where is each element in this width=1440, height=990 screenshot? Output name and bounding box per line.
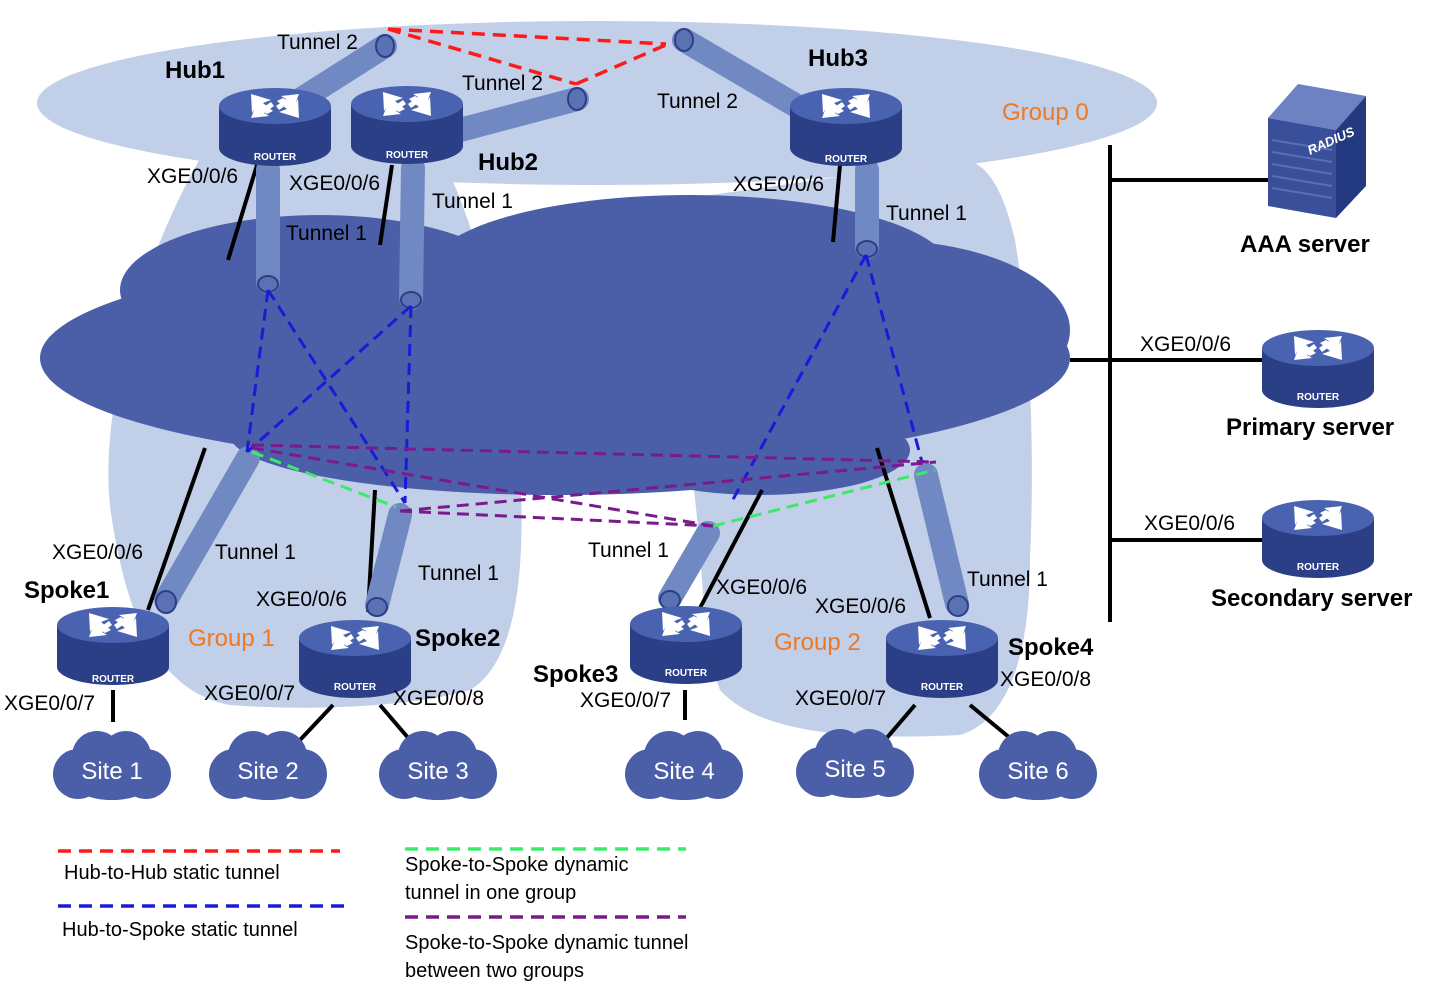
router-badge: ROUTER [92,674,135,685]
spoke3-tunnel1-pipe [658,521,720,610]
legend-spoke-same-group-label-1: Spoke-to-Spoke dynamic [405,854,628,876]
group2-label: Group 2 [774,629,861,656]
primary-server-port-label: XGE0/0/6 [1140,333,1231,356]
group1-label: Group 1 [188,625,275,652]
spoke4-lan2-label: XGE0/0/8 [1000,668,1091,691]
hub3-tunnel1-pipe [855,158,879,259]
spoke-to-spoke-same-group [251,450,936,528]
hub2-tunnel2-pipe [448,87,589,142]
hub1-tunnel2-pipe [288,34,397,112]
site-label: Site 2 [237,758,298,785]
group0-label: Group 0 [1002,99,1089,126]
hub2-tunnel1-pipe [399,156,425,310]
server-bus [1070,145,1268,622]
site-6-cloud[interactable]: Site 6 [979,731,1097,800]
hub1-tunnel2-label: Tunnel 2 [277,31,358,54]
spoke2-name: Spoke2 [415,625,500,652]
spoke1-tunnel1-label: Tunnel 1 [215,541,296,564]
site-3-cloud[interactable]: Site 3 [379,731,497,800]
hub2-port-label: XGE0/0/6 [289,172,380,195]
hub3-port-label: XGE0/0/6 [733,173,824,196]
hub3-tunnel1-label: Tunnel 1 [886,202,967,225]
hub1-tunnel1-label: Tunnel 1 [286,222,367,245]
spoke2-lan2-label: XGE0/0/8 [393,687,484,710]
aaa-server-icon[interactable]: RADIUS [1268,84,1366,218]
router-badge: ROUTER [825,154,868,165]
hub3-router[interactable]: ROUTER [790,88,902,166]
router-badge: ROUTER [1297,392,1340,403]
legend-spoke-between-groups-label-2: between two groups [405,960,584,982]
router-badge: ROUTER [1297,562,1340,573]
spoke4-name: Spoke4 [1008,634,1094,661]
secondary-server-name: Secondary server [1211,585,1412,612]
hub3-tunnel2-pipe [672,28,807,117]
spoke1-tunnel1-pipe [154,446,260,614]
hub2-router[interactable]: ROUTER [351,86,463,164]
hub2-name: Hub2 [478,149,538,176]
legend-hub-to-spoke-label: Hub-to-Spoke static tunnel [62,919,298,941]
hub1-name: Hub1 [165,57,225,84]
spoke4-router[interactable]: ROUTER [886,620,998,698]
legend-spoke-same-group-label-2: tunnel in one group [405,882,576,904]
spoke1-name: Spoke1 [24,577,109,604]
spoke3-name: Spoke3 [533,661,618,688]
spoke3-uplink-label: XGE0/0/6 [716,576,807,599]
hub-to-hub-tunnels [387,27,669,86]
hub1-port-label: XGE0/0/6 [147,165,238,188]
site-2-cloud[interactable]: Site 2 [209,731,327,800]
legend-spoke-between-groups-label-1: Spoke-to-Spoke dynamic tunnel [405,932,689,954]
spoke4-tunnel1-label: Tunnel 1 [967,568,1048,591]
spoke2-tunnel1-label: Tunnel 1 [418,562,499,585]
hub2-tunnel1-label: Tunnel 1 [432,190,513,213]
spoke2-tunnel1-pipe [365,503,412,617]
secondary-server-router[interactable]: ROUTER [1262,500,1374,578]
spoke4-uplink-label: XGE0/0/6 [815,595,906,618]
site-label: Site 4 [653,758,714,785]
group0-region [37,21,1157,185]
spoke3-lan-label: XGE0/0/7 [580,689,671,712]
primary-server-name: Primary server [1226,414,1394,441]
spoke4-tunnel1-pipe [914,463,969,617]
router-badge: ROUTER [334,682,377,693]
site-1-cloud[interactable]: Site 1 [53,731,171,800]
hub1-tunnel1-pipe [256,158,280,294]
spoke-to-spoke-between-groups [251,443,937,528]
router-badge: ROUTER [386,150,429,161]
site-5-cloud[interactable]: Site 5 [796,729,914,798]
aaa-server-name: AAA server [1240,231,1370,258]
site-label: Site 6 [1007,758,1068,785]
legend-hub-to-hub-label: Hub-to-Hub static tunnel [64,862,280,884]
network-cloud [40,195,1070,495]
site-label: Site 1 [81,758,142,785]
site-label: Site 3 [407,758,468,785]
spoke2-lan1-label: XGE0/0/7 [204,682,295,705]
spoke2-router[interactable]: ROUTER [299,620,411,698]
router-badge: ROUTER [921,682,964,693]
secondary-server-port-label: XGE0/0/6 [1144,512,1235,535]
router-badge: ROUTER [254,152,297,163]
router-badge: ROUTER [665,668,708,679]
hub3-tunnel2-label: Tunnel 2 [657,90,738,113]
hub1-router[interactable]: ROUTER [219,88,331,166]
spoke3-router[interactable]: ROUTER [630,606,742,684]
spoke1-lan-label: XGE0/0/7 [4,692,95,715]
spoke3-tunnel1-label: Tunnel 1 [588,539,669,562]
legend: Hub-to-Hub static tunnel Hub-to-Spoke st… [58,847,689,982]
spoke1-uplink-label: XGE0/0/6 [52,541,143,564]
spoke2-uplink-label: XGE0/0/6 [256,588,347,611]
tunnel-pipes [154,28,969,617]
site-4-cloud[interactable]: Site 4 [625,731,743,800]
hub-to-spoke-tunnels [245,254,924,506]
primary-server-router[interactable]: ROUTER [1262,330,1374,408]
spoke4-lan1-label: XGE0/0/7 [795,687,886,710]
spoke1-router[interactable]: ROUTER [57,607,169,685]
site-label: Site 5 [824,756,885,783]
hub3-name: Hub3 [808,45,868,72]
hub2-tunnel2-label: Tunnel 2 [462,72,543,95]
